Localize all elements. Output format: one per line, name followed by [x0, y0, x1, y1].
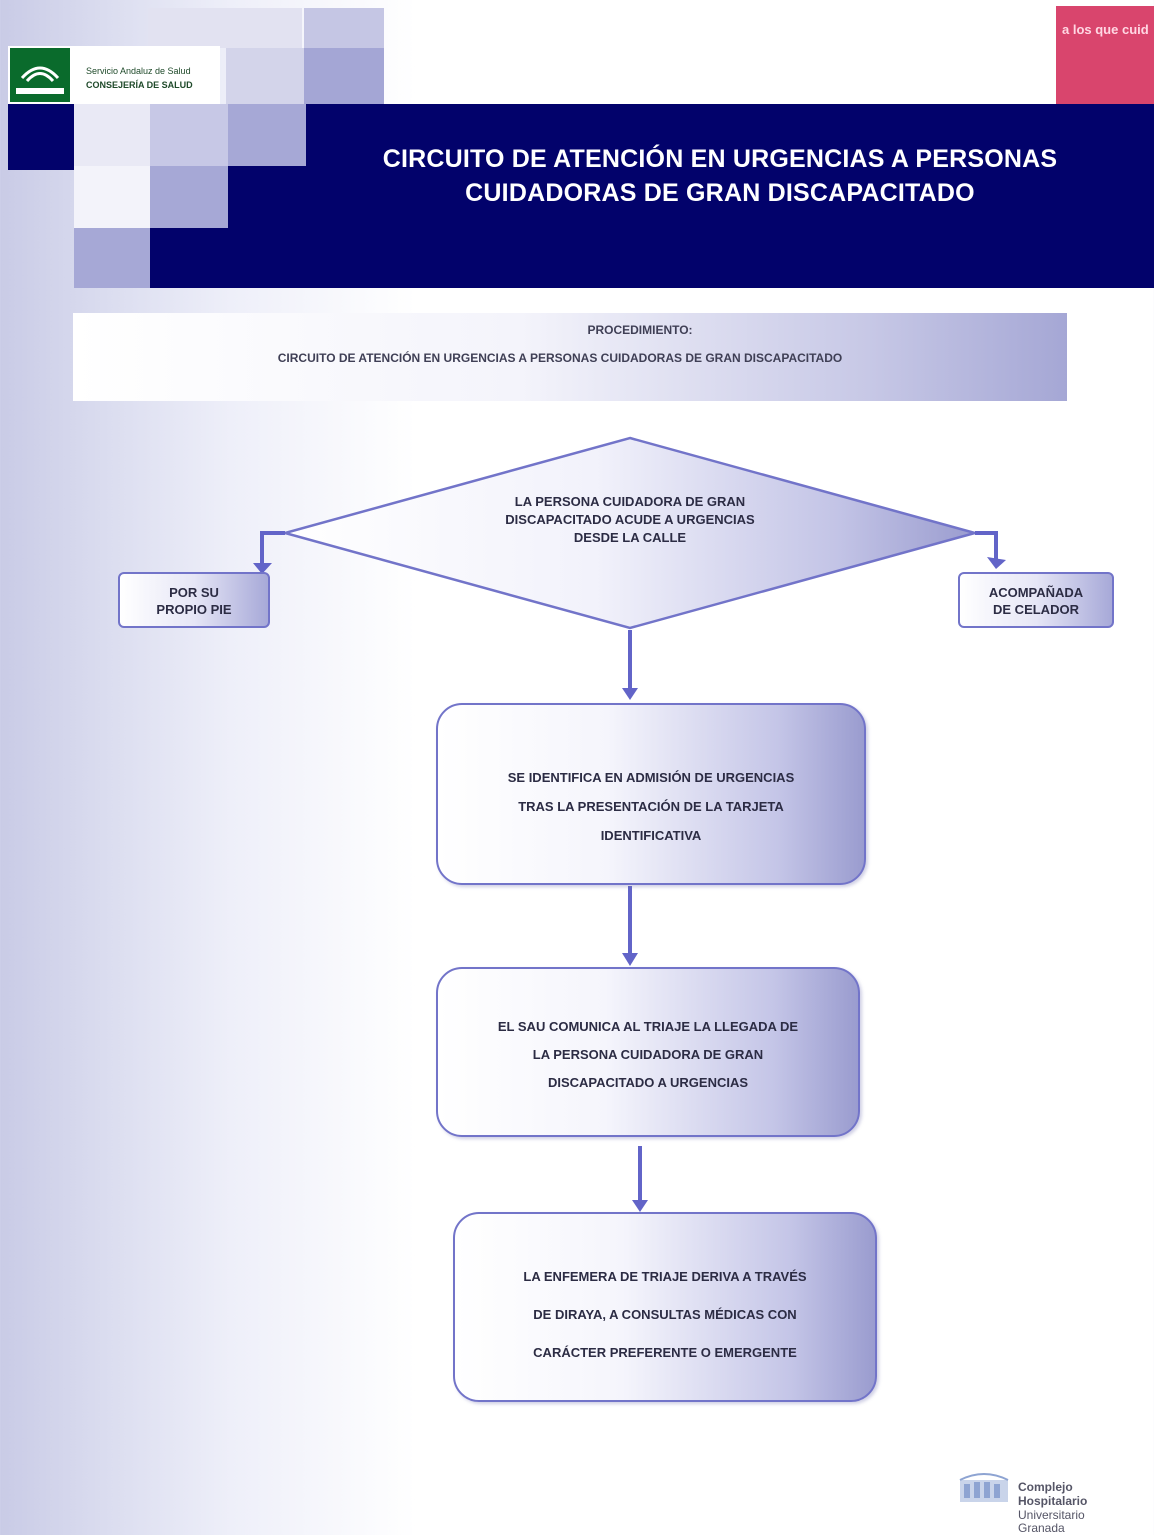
footer-text: Granada [1018, 1521, 1065, 1535]
step-text: EL SAU COMUNICA AL TRIAJE LA LLEGADA DE … [438, 1013, 858, 1097]
arrowhead [622, 688, 638, 700]
step-line: LA PERSONA CUIDADORA DE GRAN [532, 1047, 764, 1062]
option-text: ACOMPAÑADA DE CELADOR [960, 584, 1112, 618]
header-square [150, 104, 228, 166]
option-line: PROPIO PIE [156, 602, 232, 617]
option-with-orderly: ACOMPAÑADA DE CELADOR [958, 572, 1114, 628]
option-line: ACOMPAÑADA [988, 585, 1084, 600]
campaign-badge-text: a los que cuid [1062, 22, 1149, 37]
option-line: DE CELADOR [993, 602, 1079, 617]
header-square [74, 166, 150, 228]
step-line: IDENTIFICATIVA [600, 828, 702, 843]
step-identification: SE IDENTIFICA EN ADMISIÓN DE URGENCIAS T… [436, 703, 866, 885]
procedure-label: PROCEDIMIENTO: [587, 323, 693, 337]
step-referral: LA ENFEMERA DE TRIAJE DERIVA A TRAVÉS DE… [453, 1212, 877, 1402]
title-line: CIRCUITO DE ATENCIÓN EN URGENCIAS A PERS… [382, 145, 1058, 173]
decision-text: LA PERSONA CUIDADORA DE GRAN DISCAPACITA… [440, 493, 820, 547]
step-line: TRAS LA PRESENTACIÓN DE LA TARJETA [518, 799, 784, 814]
arrowhead [622, 953, 638, 966]
decision-diamond [280, 436, 980, 630]
arrowhead [632, 1200, 648, 1212]
option-text: POR SU PROPIO PIE [120, 584, 268, 618]
page-title: CIRCUITO DE ATENCIÓN EN URGENCIAS A PERS… [300, 142, 1140, 210]
step-text: LA ENFEMERA DE TRIAJE DERIVA A TRAVÉS DE… [455, 1258, 875, 1372]
step-line: LA ENFEMERA DE TRIAJE DERIVA A TRAVÉS [523, 1269, 807, 1284]
arrowhead-left [253, 563, 272, 574]
step-line: SE IDENTIFICA EN ADMISIÓN DE URGENCIAS [507, 770, 795, 785]
header-square [226, 48, 304, 104]
footer-text: Complejo [1018, 1480, 1073, 1494]
step-triage-notification: EL SAU COMUNICA AL TRIAJE LA LLEGADA DE … [436, 967, 860, 1137]
procedure-text: CIRCUITO DE ATENCIÓN EN URGENCIAS A PERS… [277, 351, 843, 365]
header-square [228, 104, 306, 166]
header-square [8, 104, 74, 170]
step-text: SE IDENTIFICA EN ADMISIÓN DE URGENCIAS T… [438, 763, 864, 850]
option-on-foot: POR SU PROPIO PIE [118, 572, 270, 628]
connector-left [260, 531, 285, 566]
decision-line: LA PERSONA CUIDADORA DE GRAN [514, 494, 746, 509]
header-square [304, 8, 384, 48]
step-line: DISCAPACITADO A URGENCIAS [547, 1075, 749, 1090]
option-line: POR SU [169, 585, 219, 600]
header-square [148, 8, 302, 48]
step-line: EL SAU COMUNICA AL TRIAJE LA LLEGADA DE [497, 1019, 799, 1034]
decision-line: DESDE LA CALLE [573, 530, 687, 545]
step-line: CARÁCTER PREFERENTE O EMERGENTE [533, 1345, 797, 1360]
hospital-logo-icon [959, 1473, 1009, 1502]
title-line: CUIDADORAS DE GRAN DISCAPACITADO [465, 179, 975, 207]
step-line: DE DIRAYA, A CONSULTAS MÉDICAS CON [533, 1307, 797, 1322]
junta-andalucia-logo [10, 48, 70, 102]
title-banner [148, 104, 1154, 288]
connector-right [975, 531, 998, 560]
header-square [74, 104, 150, 166]
procedure-box: PROCEDIMIENTO: CIRCUITO DE ATENCIÓN EN U… [73, 313, 1067, 401]
footer-text: Hospitalario [1018, 1494, 1088, 1508]
campaign-badge [1056, 6, 1154, 104]
logo-text: Servicio Andaluz de Salud [86, 66, 191, 76]
arrowhead-right [987, 557, 1006, 569]
logo-text: CONSEJERÍA DE SALUD [86, 80, 193, 90]
header-square [304, 48, 384, 104]
footer-text: Universitario [1018, 1508, 1085, 1522]
header-square [150, 166, 228, 228]
decision-line: DISCAPACITADO ACUDE A URGENCIAS [505, 512, 755, 527]
header-square [74, 228, 150, 288]
